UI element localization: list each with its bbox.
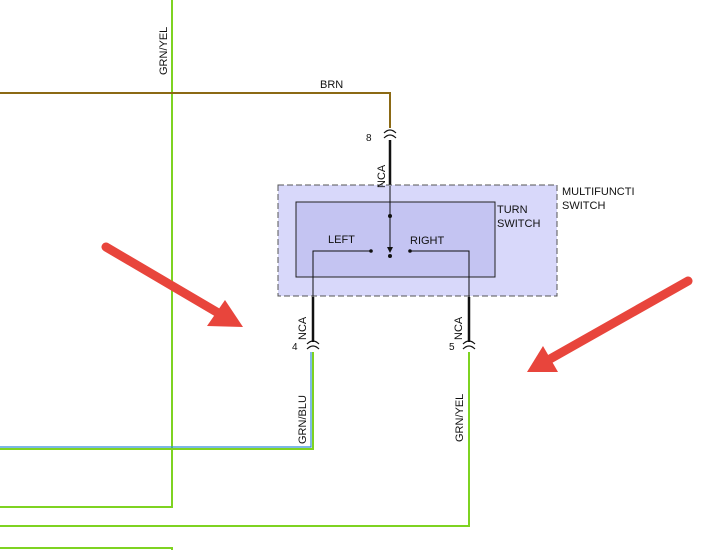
label-connector-left: NCA bbox=[297, 316, 309, 340]
component-name-line1: MULTIFUNCTI bbox=[562, 186, 635, 198]
green-wires bbox=[0, 0, 470, 550]
label-connector-right: NCA bbox=[453, 316, 465, 340]
annotation-arrows bbox=[101, 242, 693, 372]
turn-switch-line2: SWITCH bbox=[497, 218, 540, 230]
wire-grn-blu bbox=[0, 352, 314, 450]
component-name-line2: SWITCH bbox=[562, 200, 605, 212]
wire-grn-yel-vertical bbox=[0, 0, 173, 508]
wire-grn-blu-stripe bbox=[0, 352, 312, 448]
connector-4-icon bbox=[306, 340, 320, 350]
label-left: LEFT bbox=[328, 234, 355, 246]
connector-5-icon bbox=[462, 340, 476, 350]
turn-switch-box bbox=[295, 201, 496, 278]
arrow-right-icon bbox=[527, 276, 693, 372]
switch-contacts bbox=[369, 214, 412, 258]
arrow-left-icon bbox=[101, 242, 243, 327]
label-wire-brn: BRN bbox=[320, 79, 343, 91]
wire-grn-yel-right-return bbox=[0, 352, 470, 527]
label-connector-top: NCA bbox=[376, 164, 388, 188]
switch-internals bbox=[312, 186, 470, 297]
connector-stubs bbox=[311, 140, 471, 342]
label-right: RIGHT bbox=[410, 235, 445, 247]
connector-8-icon bbox=[383, 129, 397, 139]
wire-brn bbox=[0, 92, 391, 128]
label-wire-grn-yel-top: GRN/YEL bbox=[158, 27, 170, 75]
pin-5: 5 bbox=[449, 342, 455, 353]
turn-switch-line1: TURN bbox=[497, 204, 528, 216]
pin-8: 8 bbox=[366, 133, 372, 144]
pin-4: 4 bbox=[292, 342, 298, 353]
wire-grn-yel-bottom bbox=[0, 547, 173, 550]
label-wire-grn-blu: GRN/BLU bbox=[297, 395, 309, 444]
connector-symbols bbox=[306, 129, 476, 350]
label-wire-grn-yel-right: GRN/YEL bbox=[454, 394, 466, 442]
